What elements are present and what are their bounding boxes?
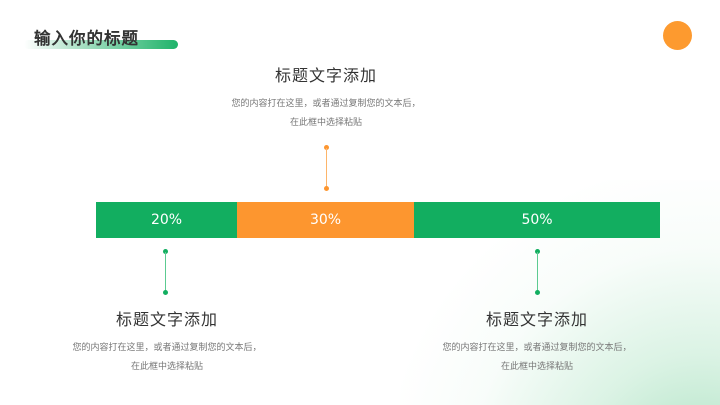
callout-description: 您的内容打在这里，或者通过复制您的文本后， 在此框中选择粘贴	[196, 95, 456, 133]
connector-bottom-right	[535, 249, 541, 295]
callout-desc-line1: 您的内容打在这里，或者通过复制您的文本后，	[72, 343, 262, 353]
decorative-orange-circle	[663, 21, 692, 50]
title-underline-bar	[24, 40, 178, 49]
bar-segment-30: 30%	[237, 202, 414, 238]
slide-title: 输入你的标题	[34, 29, 139, 48]
callout-desc-line1: 您的内容打在这里，或者通过复制您的文本后，	[231, 99, 421, 109]
slide-title-group: 输入你的标题	[22, 22, 192, 52]
connector-line	[537, 252, 538, 292]
bar-segment-20: 20%	[96, 202, 237, 238]
connector-dot-start	[535, 249, 540, 254]
connector-top	[324, 145, 330, 191]
callout-top: 标题文字添加 您的内容打在这里，或者通过复制您的文本后， 在此框中选择粘贴	[196, 66, 456, 133]
percentage-bar: 20% 30% 50%	[96, 202, 660, 238]
segment-label: 30%	[309, 212, 342, 228]
connector-line	[165, 252, 166, 292]
callout-title: 标题文字添加	[274, 66, 377, 85]
connector-bottom-left	[163, 249, 169, 295]
connector-line	[326, 148, 327, 188]
callout-desc-line2: 在此框中选择粘贴	[500, 362, 573, 372]
callout-desc-line2: 在此框中选择粘贴	[130, 362, 203, 372]
callout-description: 您的内容打在这里，或者通过复制您的文本后， 在此框中选择粘贴	[36, 339, 298, 377]
bar-segment-50: 50%	[414, 202, 660, 238]
connector-dot-end	[535, 290, 540, 295]
callout-description: 您的内容打在这里，或者通过复制您的文本后， 在此框中选择粘贴	[406, 339, 668, 377]
callout-bottom-left: 标题文字添加 您的内容打在这里，或者通过复制您的文本后， 在此框中选择粘贴	[36, 310, 298, 377]
callout-title: 标题文字添加	[115, 310, 218, 329]
callout-bottom-right: 标题文字添加 您的内容打在这里，或者通过复制您的文本后， 在此框中选择粘贴	[406, 310, 668, 377]
segment-label: 20%	[150, 212, 183, 228]
connector-dot-start	[163, 249, 168, 254]
callout-desc-line1: 您的内容打在这里，或者通过复制您的文本后，	[442, 343, 632, 353]
connector-dot-end	[163, 290, 168, 295]
connector-dot-start	[324, 145, 329, 150]
connector-dot-end	[324, 186, 329, 191]
callout-desc-line2: 在此框中选择粘贴	[289, 118, 362, 128]
callout-title: 标题文字添加	[485, 310, 588, 329]
segment-label: 50%	[521, 212, 553, 228]
